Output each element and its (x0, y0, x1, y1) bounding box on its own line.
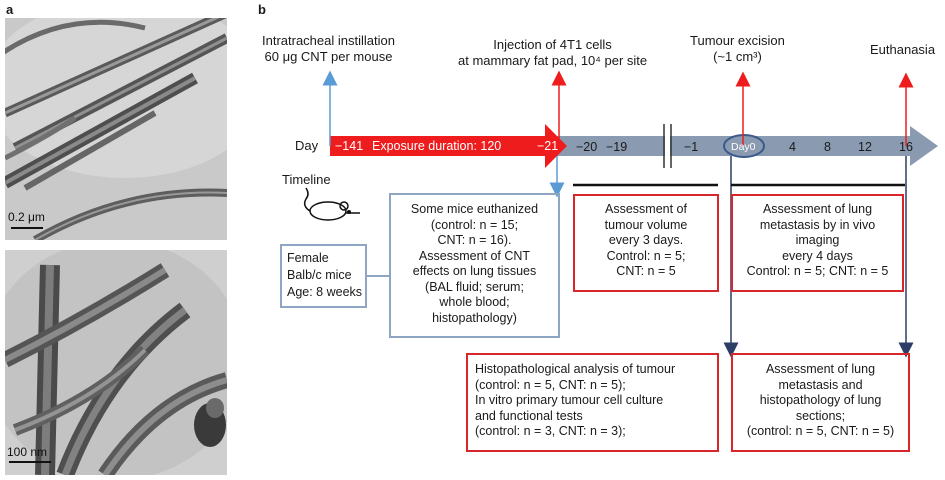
lung-metastasis-box: Assessment of lung metastasis and histop… (731, 353, 910, 452)
mouse-info-box: Female Balb/c mice Age: 8 weeks (280, 244, 367, 308)
scale-label-bottom: 100 nm (7, 445, 48, 459)
tick-minus20: −20 (576, 140, 598, 154)
tick-4: 4 (789, 140, 796, 154)
tick-8: 8 (824, 140, 831, 154)
histo-tumour-box: Histopathological analysis of tumour (co… (466, 353, 719, 452)
instillation-label: Intratracheal instillation 60 μg CNT per… (262, 33, 395, 64)
exposure-start: −141 (335, 139, 364, 153)
scale-label-top: 0.2 μm (8, 210, 45, 224)
scale-bar-top (11, 227, 43, 229)
exposure-arrow (330, 124, 567, 168)
panel-b-letter: b (258, 2, 266, 17)
exposure-end: −21 (537, 139, 559, 153)
tem-image-bottom: 100 nm (5, 250, 227, 475)
euthanasia-label: Euthanasia (870, 42, 936, 57)
excision-label: Tumour excision (~1 cm³) (690, 33, 785, 64)
tumour-volume-box: Assessment of tumour volume every 3 days… (573, 194, 719, 292)
timeline-label: Timeline (282, 172, 331, 187)
tem-image-top: 0.2 μm (5, 18, 227, 240)
in-vivo-imaging-box: Assessment of lung metastasis by in vivo… (731, 194, 904, 292)
mouse-icon (303, 187, 360, 221)
tick-minus19: −19 (606, 140, 628, 154)
tick-minus1: −1 (684, 140, 699, 154)
panel-a-letter: a (6, 2, 14, 17)
day0-ellipse (723, 134, 765, 158)
tick-12: 12 (858, 140, 872, 154)
euthanized-box: Some mice euthanized (control: n = 15; C… (389, 193, 560, 338)
exposure-text: Exposure duration: 120 (372, 139, 502, 153)
tick-day0: Day0 (731, 141, 756, 153)
timeline-break-gap (665, 130, 670, 162)
tick-16: 16 (899, 140, 913, 154)
scale-bar-bottom (9, 461, 51, 463)
injection-label: Injection of 4T1 cells at mammary fat pa… (458, 37, 648, 68)
day-label: Day (295, 138, 319, 153)
